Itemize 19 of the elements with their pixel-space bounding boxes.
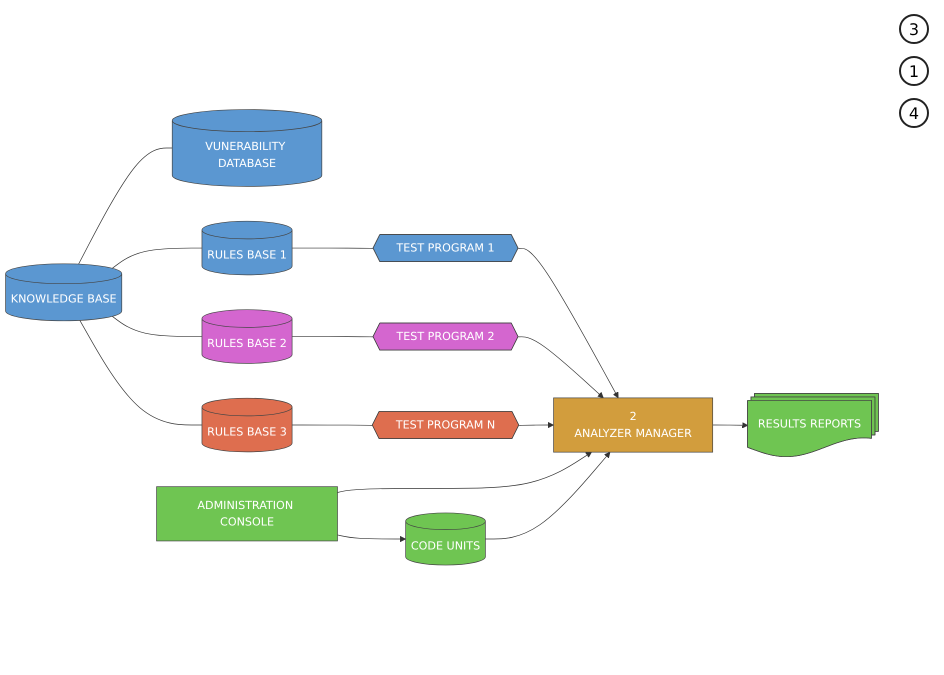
node-box: ADMINISTRATION CONSOLE — [156, 486, 338, 542]
arrow — [518, 422, 554, 428]
callout-number: 4 — [899, 98, 929, 128]
connector — [292, 336, 374, 338]
arrow — [518, 336, 604, 398]
callout-number: 3 — [899, 14, 929, 44]
arrow — [485, 452, 610, 540]
arrow — [337, 452, 592, 494]
arrow — [712, 422, 748, 429]
connector — [78, 148, 173, 265]
connector — [112, 248, 202, 269]
connector — [292, 248, 374, 249]
connector — [80, 320, 202, 426]
arrow — [518, 248, 619, 398]
callout-number: 1 — [899, 56, 929, 86]
arrow — [337, 534, 406, 542]
connector — [112, 316, 202, 338]
connector — [292, 424, 373, 426]
node-box: 2 ANALYZER MANAGER — [553, 398, 714, 453]
